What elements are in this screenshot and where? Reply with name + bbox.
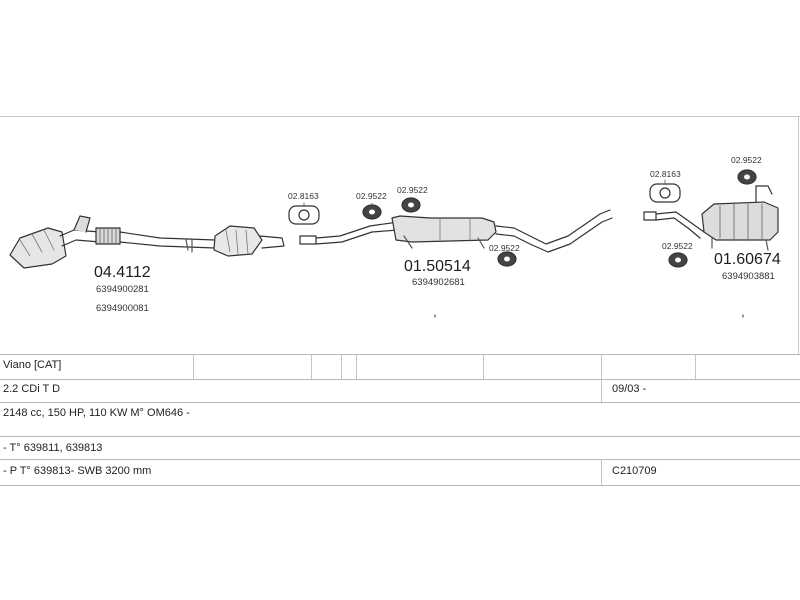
- table-divider: [193, 354, 194, 379]
- fitting-label-clamp-b: 02.8163: [650, 169, 681, 179]
- table-line: [0, 354, 800, 355]
- fitting-label-gasket-b: 02.9522: [397, 185, 428, 195]
- table-divider: [483, 354, 484, 379]
- variant-cell: - P T° 639813- SWB 3200 mm: [3, 465, 152, 477]
- front-pipe-catalyst: [9, 215, 285, 269]
- gasket-e: [668, 252, 688, 268]
- gasket-b: [401, 197, 421, 213]
- oem-number-front-1: 6394900281: [96, 284, 149, 295]
- table-line: [0, 459, 800, 460]
- date-cell: 09/03 -: [612, 383, 647, 395]
- table-line: [0, 402, 800, 403]
- table-divider: [311, 354, 312, 379]
- part-number-middle: 01.50514: [404, 258, 471, 275]
- table-line: [0, 436, 800, 437]
- table-divider: [601, 459, 602, 485]
- specs-cell: 2148 cc, 150 HP, 110 KW M° OM646 -: [3, 407, 190, 419]
- oem-number-middle: 6394902681: [412, 277, 465, 288]
- fitting-label-gasket-e: 02.9522: [662, 241, 693, 251]
- fitting-label-gasket-d: 02.9522: [731, 155, 762, 165]
- oem-number-rear: 6394903881: [722, 271, 775, 282]
- table-divider: [695, 354, 696, 379]
- gasket-a: [362, 204, 382, 220]
- engine-cell: 2.2 CDi T D: [3, 383, 61, 395]
- diagram-frame-right: [798, 116, 799, 354]
- table-line: [0, 485, 800, 486]
- gasket-d: [737, 169, 757, 185]
- part-number-rear: 01.60674: [714, 251, 781, 268]
- fitting-label-gasket-c: 02.9522: [489, 243, 520, 253]
- middle-pipe-silencer: [299, 209, 613, 253]
- table-divider: [356, 354, 357, 379]
- code-cell: C210709: [612, 465, 657, 477]
- clamp-a: [288, 205, 320, 225]
- part-number-front: 04.4112: [94, 264, 151, 281]
- table-line: [0, 379, 800, 380]
- leader-lines: [303, 179, 744, 318]
- table-divider: [601, 354, 602, 402]
- rear-pipe-silencer: [643, 185, 779, 251]
- oem-number-front-2: 6394900081: [96, 303, 149, 314]
- diagram-frame-top: [0, 116, 800, 117]
- fitting-label-clamp-a: 02.8163: [288, 191, 319, 201]
- gasket-c: [497, 251, 517, 267]
- clamp-b: [649, 183, 681, 203]
- types-cell: - T° 639811, 639813: [3, 442, 103, 454]
- model-cell: Viano [CAT]: [3, 359, 62, 371]
- fitting-label-gasket-a: 02.9522: [356, 191, 387, 201]
- exhaust-diagram: [9, 169, 779, 318]
- table-divider: [341, 354, 342, 379]
